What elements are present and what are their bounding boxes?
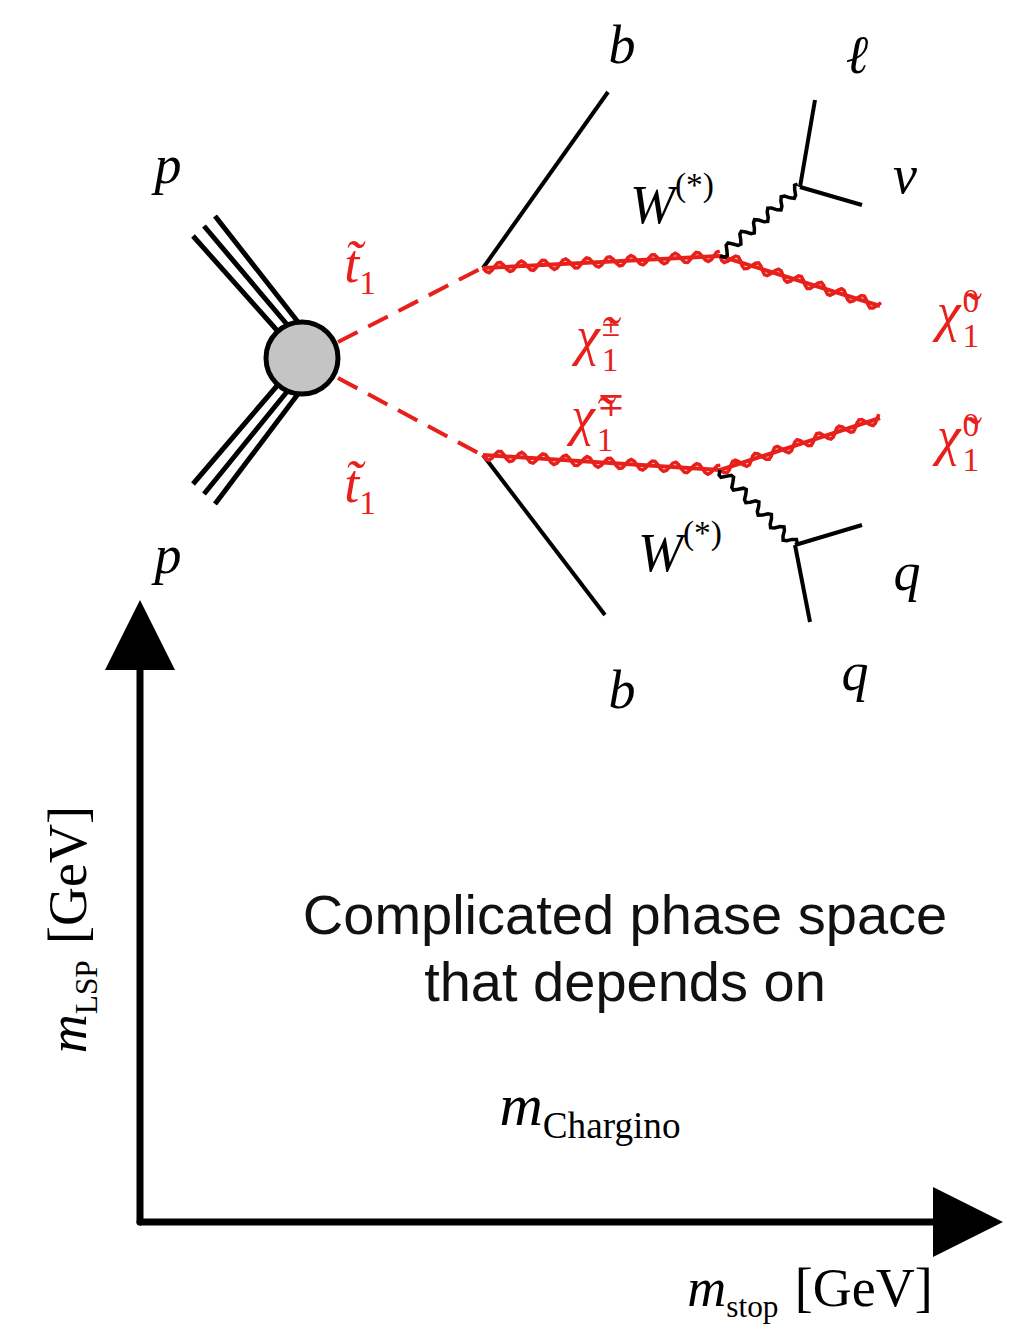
- chargino-line: [483, 256, 720, 268]
- diagram-label: 1: [359, 484, 376, 521]
- chargino-line: [483, 455, 720, 470]
- index-stack: ±1: [602, 307, 620, 377]
- label-group: mstop [GeV]: [687, 1261, 932, 1322]
- diagram-label: q: [842, 642, 869, 702]
- diagram-label: m: [499, 1072, 542, 1138]
- wavy-line: [483, 251, 720, 273]
- diagram-label: χ̃: [571, 386, 595, 446]
- diagram-label: ν: [893, 145, 917, 205]
- plane-axes: [140, 628, 975, 1222]
- diagram-label: [GeV]: [38, 806, 98, 944]
- label-group: ℓ: [846, 28, 869, 82]
- label-group: p: [155, 528, 182, 582]
- diagram-label: [GeV]: [795, 1258, 933, 1318]
- chargino-line: [720, 256, 880, 306]
- diagram-label: 1: [597, 422, 625, 457]
- label-group: q: [842, 645, 869, 699]
- index-stack: 01: [963, 407, 980, 477]
- label-group: mLSP [GeV]: [41, 806, 102, 1053]
- label-group: t̃1: [344, 457, 376, 519]
- wavy-line: [719, 470, 797, 543]
- diagram-label: χ̃: [937, 282, 961, 342]
- diagram-label: b: [609, 660, 636, 720]
- diagram-label: 1: [963, 442, 980, 477]
- diagram-label: 0: [963, 283, 980, 318]
- diagram-label: t̃: [344, 454, 359, 514]
- label-group: p: [155, 138, 182, 192]
- diagram-label: m: [687, 1258, 726, 1318]
- diagram-label: t̃: [344, 234, 359, 294]
- label-group: mChargino: [499, 1075, 680, 1144]
- label-group: W(*): [630, 168, 714, 232]
- label-group: Complicated phase space that depends on: [255, 881, 995, 1015]
- diagram-label: 1: [963, 318, 980, 353]
- label-group: χ̃01: [937, 283, 980, 353]
- label-group: q: [894, 545, 921, 599]
- label-group: ν: [893, 148, 917, 202]
- diagram-label: 0: [963, 407, 980, 442]
- label-group: b: [609, 663, 636, 717]
- diagram-label: Complicated phase space that depends on: [303, 883, 947, 1013]
- diagram-label: stop: [726, 1289, 778, 1324]
- diagram-label: m: [38, 1015, 98, 1054]
- label-group: t̃1: [344, 237, 376, 299]
- label-group: χ̃∓1: [571, 387, 625, 457]
- diagram-label: ℓ: [846, 25, 869, 85]
- diagram-label: q: [894, 542, 921, 602]
- label-group: χ̃01: [937, 407, 980, 477]
- boson-lines: [483, 184, 881, 543]
- diagram-label: LSP: [69, 961, 104, 1015]
- chargino-line: [720, 418, 880, 470]
- diagram-label: p: [155, 525, 182, 585]
- diagram-label: 1: [602, 342, 620, 377]
- diagram-label: (*): [683, 514, 722, 551]
- wavy-line: [720, 256, 881, 308]
- diagram-label: ∓: [597, 387, 625, 422]
- diagram-label: p: [155, 135, 182, 195]
- diagram-label: b: [609, 15, 636, 75]
- diagram-label: χ̃: [576, 306, 600, 366]
- diagram-label: χ̃: [937, 406, 961, 466]
- index-stack: ∓1: [597, 387, 625, 457]
- index-stack: 01: [963, 283, 980, 353]
- label-group: W(*): [638, 516, 722, 580]
- wavy-line: [720, 184, 798, 257]
- vertex-blob: [266, 322, 338, 394]
- diagram-label: (*): [675, 166, 714, 203]
- diagram-label: ±: [602, 307, 620, 342]
- diagram-label: W: [630, 175, 675, 235]
- fermion-lines: [483, 92, 862, 622]
- diagram-label: Chargino: [543, 1105, 681, 1146]
- label-group: b: [609, 18, 636, 72]
- diagram-label: W: [638, 523, 683, 583]
- diagram-label: 1: [359, 264, 376, 301]
- label-group: χ̃±1: [576, 307, 620, 377]
